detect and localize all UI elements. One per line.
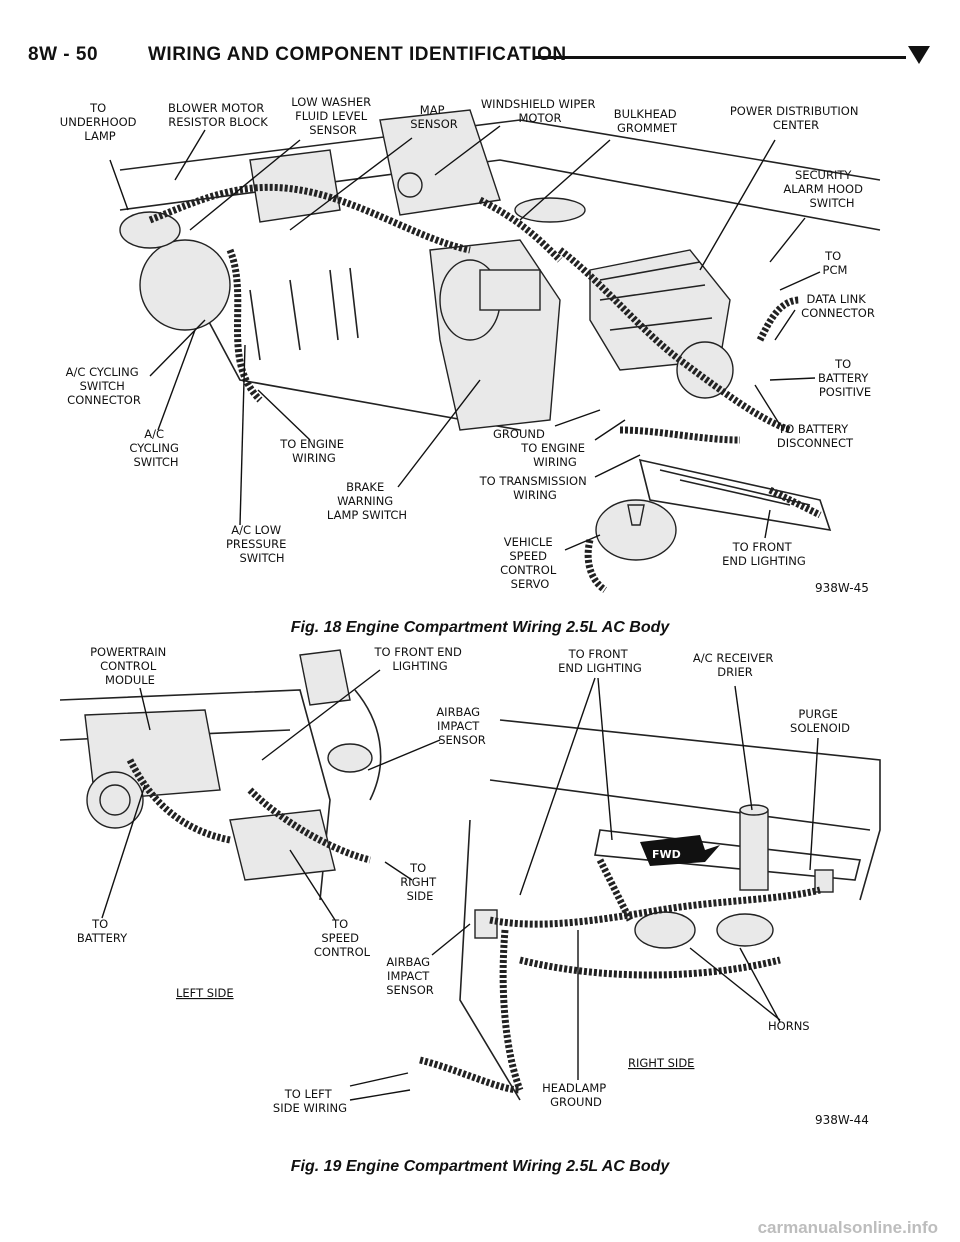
figure-18-diagram: TO UNDERHOOD LAMP BLOWER MOTOR RESISTOR …	[60, 95, 881, 595]
page-number: 8W - 50	[28, 44, 99, 65]
label-to-battery: TO BATTERY	[77, 917, 128, 945]
label-right-side: RIGHT SIDE	[628, 1056, 694, 1070]
figure-19-diagram: FWD POWERTRAIN CONTROL MODULE TO FRONT E…	[59, 645, 881, 1127]
label-wiper-motor: WINDSHIELD WIPER MOTOR	[481, 97, 599, 125]
label-battery-disconnect: TO BATTERY DISCONNECT	[777, 422, 854, 450]
label-left-side-wiring: TO LEFT SIDE WIRING	[273, 1087, 347, 1115]
label-data-link: DATA LINK CONNECTOR	[801, 292, 875, 320]
figure-18-code: 938W-45	[815, 581, 869, 595]
watermark: carmanualsonline.info	[757, 1218, 938, 1237]
label-transmission-wiring: TO TRANSMISSION WIRING	[479, 474, 591, 502]
label-pcm-module: POWERTRAIN CONTROL MODULE	[90, 645, 170, 687]
label-security-switch: SECURITY ALARM HOOD SWITCH	[783, 168, 866, 210]
label-pcm: TO PCM	[823, 249, 848, 277]
fwd-arrow-icon: FWD	[640, 835, 720, 866]
label-airbag-sensor-top: AIRBAG IMPACT SENSOR	[436, 705, 485, 747]
label-speed-control: TO SPEED CONTROL	[314, 917, 371, 959]
label-engine-wiring-left: TO ENGINE WIRING	[279, 437, 347, 465]
label-ac-low-pressure: A/C LOW PRESSURE SWITCH	[226, 523, 290, 565]
svg-text:FWD: FWD	[652, 848, 681, 861]
label-ac-cycling-connector: A/C CYCLING SWITCH CONNECTOR	[66, 365, 143, 407]
label-front-end-lighting: TO FRONT END LIGHTING	[722, 540, 806, 568]
label-right-side-connector: TO RIGHT SIDE	[400, 861, 440, 903]
label-left-side: LEFT SIDE	[176, 986, 234, 1000]
label-map-sensor: MAP SENSOR	[410, 103, 458, 131]
label-engine-wiring-right: TO ENGINE WIRING	[520, 441, 588, 469]
fig18-leader-lines	[109, 125, 821, 551]
label-ground: GROUND	[493, 427, 545, 441]
figure-19-code: 938W-44	[815, 1113, 869, 1127]
label-purge-solenoid: PURGE SOLENOID	[790, 707, 850, 735]
label-battery-positive: TO BATTERY POSITIVE	[818, 357, 872, 399]
label-horns: HORNS	[768, 1019, 810, 1033]
label-airbag-sensor-bottom: AIRBAG IMPACT SENSOR	[386, 955, 434, 997]
section-title: WIRING AND COMPONENT IDENTIFICATION	[148, 44, 567, 65]
page-header: 8W - 50 WIRING AND COMPONENT IDENTIFICAT…	[28, 40, 932, 80]
label-bulkhead-grommet: BULKHEAD GROMMET	[614, 107, 681, 135]
fig18-labels: TO UNDERHOOD LAMP BLOWER MOTOR RESISTOR …	[60, 95, 875, 595]
fig19-sketch	[59, 649, 881, 1101]
label-brake-warning: BRAKE WARNING LAMP SWITCH	[327, 480, 407, 522]
label-low-washer: LOW WASHER FLUID LEVEL SENSOR	[291, 95, 375, 137]
fig19-leader-lines	[101, 669, 819, 1101]
fig18-sketch	[119, 109, 881, 593]
label-underhood-lamp: TO UNDERHOOD LAMP	[60, 101, 140, 143]
figure-19-caption: Fig. 19 Engine Compartment Wiring 2.5L A…	[290, 1158, 670, 1175]
label-front-end-right: TO FRONT END LIGHTING	[558, 647, 642, 675]
header-rule	[533, 56, 906, 59]
fig19-labels: POWERTRAIN CONTROL MODULE TO FRONT END L…	[77, 645, 869, 1127]
label-ac-cycling-switch: A/C CYCLING SWITCH	[129, 427, 182, 469]
label-blower-motor: BLOWER MOTOR RESISTOR BLOCK	[168, 101, 268, 129]
figure-18-caption: Fig. 18 Engine Compartment Wiring 2.5L A…	[290, 619, 670, 636]
label-pdc: POWER DISTRIBUTION CENTER	[730, 104, 862, 132]
label-front-end-left: TO FRONT END LIGHTING	[373, 645, 465, 673]
label-ac-receiver: A/C RECEIVER DRIER	[693, 651, 777, 679]
label-headlamp-ground: HEADLAMP GROUND	[542, 1081, 610, 1109]
label-vsc-servo: VEHICLE SPEED CONTROL SERVO	[500, 535, 560, 591]
triangle-icon	[908, 46, 930, 64]
